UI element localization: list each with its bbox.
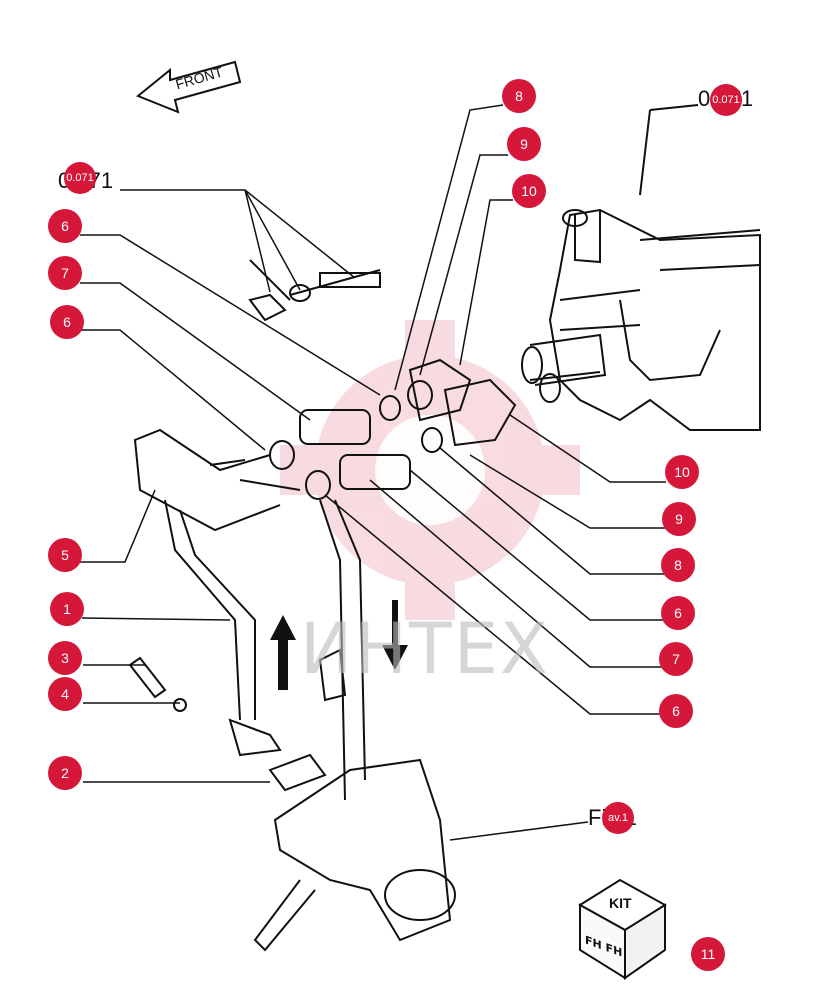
- callout-11[interactable]: 11: [691, 937, 725, 971]
- kit-label: KIT: [609, 895, 632, 911]
- reference-badge-top-left[interactable]: 0.071: [64, 162, 96, 194]
- callout-6-right-1[interactable]: 6: [661, 596, 695, 630]
- callout-8-top[interactable]: 8: [502, 79, 536, 113]
- front-arrow-icon: [136, 60, 242, 114]
- pipe-assembly: [128, 259, 607, 952]
- callout-7-left[interactable]: 7: [48, 256, 82, 290]
- callout-6-left-2[interactable]: 6: [50, 305, 84, 339]
- figure-reference-badge[interactable]: av.1: [602, 802, 634, 834]
- callout-6-left-1[interactable]: 6: [48, 209, 82, 243]
- callout-10-right[interactable]: 10: [665, 455, 699, 489]
- callout-4[interactable]: 4: [48, 677, 82, 711]
- callout-2[interactable]: 2: [48, 756, 82, 790]
- down-arrow-icon: [382, 600, 408, 670]
- callout-8-right[interactable]: 8: [661, 548, 695, 582]
- watermark-text: ИНТЕХ: [300, 608, 550, 690]
- callout-10-top[interactable]: 10: [512, 174, 546, 208]
- callout-9-top[interactable]: 9: [507, 127, 541, 161]
- leader-lines: [80, 104, 666, 841]
- engine-block: [548, 208, 761, 431]
- callout-3[interactable]: 3: [48, 641, 82, 675]
- callout-5[interactable]: 5: [48, 538, 82, 572]
- callout-9-right[interactable]: 9: [662, 502, 696, 536]
- up-arrow-icon: [270, 615, 296, 690]
- callout-1[interactable]: 1: [50, 592, 84, 626]
- kit-box-icon: [578, 878, 667, 980]
- callout-6-right-2[interactable]: 6: [659, 694, 693, 728]
- callout-7-right[interactable]: 7: [659, 642, 693, 676]
- reference-badge-top-right[interactable]: 0.071: [710, 84, 742, 116]
